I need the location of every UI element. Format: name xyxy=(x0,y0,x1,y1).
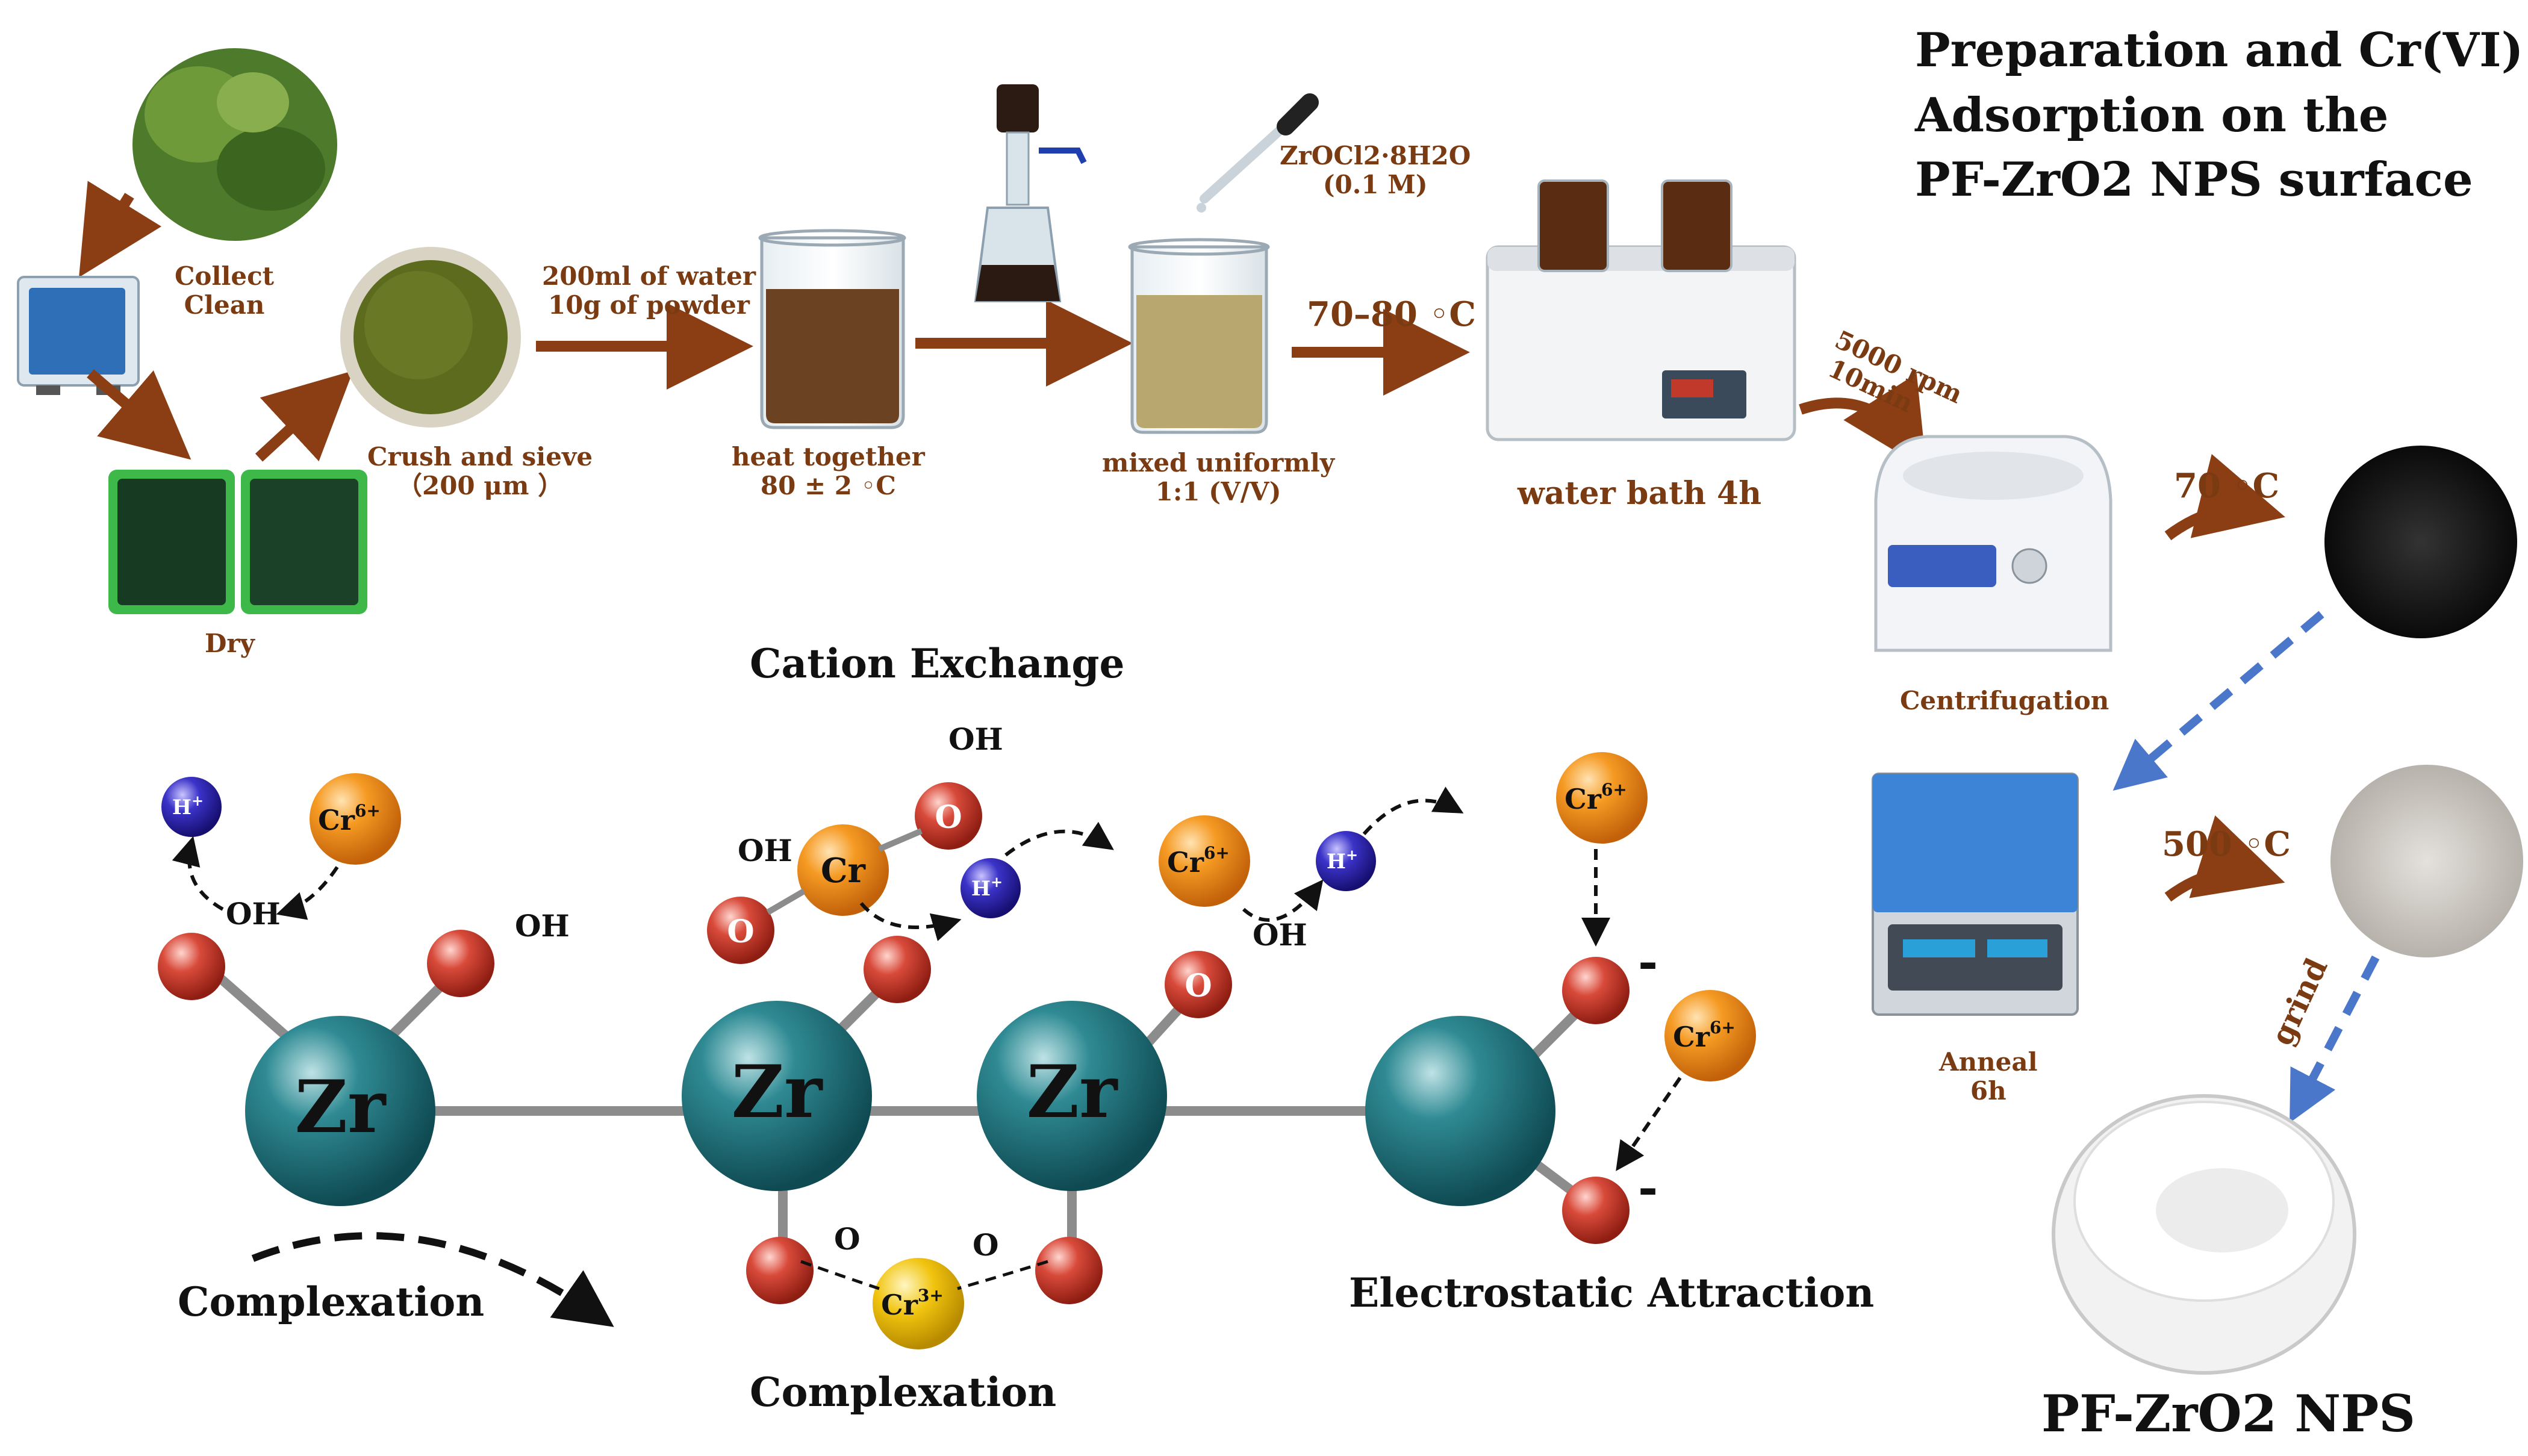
arrow-leaves-to-oven xyxy=(79,181,162,278)
oxygen-atom xyxy=(427,930,494,997)
arrow-furnace-to-grey-powder xyxy=(2164,815,2285,902)
o-label-1: O xyxy=(935,799,962,836)
label-complexation-bottom: Complexation xyxy=(750,1369,1057,1416)
oxygen-atom xyxy=(1035,1237,1103,1304)
negative-charge: - xyxy=(1638,1159,1658,1216)
label-centrifugation: Centrifugation xyxy=(1900,686,2109,715)
label-product: PF-ZrO2 NPS xyxy=(2041,1384,2415,1443)
title-line-2: Adsorption on the xyxy=(1915,87,2389,143)
label-complexation-left: Complexation xyxy=(178,1278,485,1325)
cr6-label: Cr6+ xyxy=(1167,843,1230,879)
zr-label-2: Zr xyxy=(732,1050,824,1134)
oxygen-atom xyxy=(746,1237,814,1304)
arrow-bath-to-centrifuge xyxy=(1799,373,1927,470)
arrow-oven-to-dry xyxy=(87,369,191,460)
zr-label-1: Zr xyxy=(295,1065,387,1150)
mixing-beaker-image xyxy=(1128,238,1270,434)
label-reagent: ZrOCl2·8H2O(0.1 M) xyxy=(1280,141,1471,200)
title-line-3: PF-ZrO2 NPS surface xyxy=(1915,152,2473,208)
o-bridge-label: O xyxy=(973,1227,999,1263)
cr6-ion-1 xyxy=(310,773,401,865)
complexation-curved-arrow xyxy=(251,1232,614,1327)
oh-label: OH xyxy=(1253,917,1307,953)
oxygen-atom xyxy=(864,936,931,1003)
label-crush-sieve: Crush and sieve（200 μm ） xyxy=(367,442,593,501)
figure-title: Preparation and Cr(VI) Adsorption on the… xyxy=(1915,18,2524,213)
h-label: H+ xyxy=(971,873,1003,901)
zr-atom-2 xyxy=(682,1001,872,1191)
oh-label: OH xyxy=(738,833,792,868)
dropper-image xyxy=(1197,93,1319,213)
mortar-bowl-image xyxy=(2052,1094,2356,1375)
dashed-arrow-to-furnace xyxy=(2112,611,2324,791)
oxygen-atom-labeled xyxy=(707,897,774,964)
drying-oven-image xyxy=(17,276,140,395)
zr-atom-4 xyxy=(1365,1016,1555,1206)
oh-label: OH xyxy=(948,721,1003,757)
grey-powder-image xyxy=(2330,765,2523,957)
label-bath-temperature: 70–80 ◦C xyxy=(1307,294,1476,334)
green-powder-dish-image xyxy=(340,247,521,428)
h-ion-2 xyxy=(960,858,1021,918)
oxygen-atom xyxy=(158,933,225,1000)
cr-atom xyxy=(797,824,889,916)
cr6-ion-2 xyxy=(1159,815,1250,907)
label-electrostatic-attraction: Electrostatic Attraction xyxy=(1349,1269,1875,1316)
o-label-3: O xyxy=(1185,968,1212,1004)
muffle-furnace-image xyxy=(1872,773,2079,1016)
bond-cr-o xyxy=(878,828,923,852)
cr-atom-label: Cr xyxy=(821,851,867,891)
zr-atom-3 xyxy=(977,1001,1167,1191)
cr3-label: Cr3+ xyxy=(881,1286,944,1321)
zr-label-3: Zr xyxy=(1027,1050,1119,1134)
oxygen-atom xyxy=(1562,1177,1630,1244)
water-bath-image xyxy=(1486,179,1796,441)
label-dry: Dry xyxy=(205,629,255,658)
oh-label: OH xyxy=(515,908,570,944)
dashed-arrows xyxy=(172,786,1682,1290)
arrow-centrifuge-to-black-powder xyxy=(2164,453,2285,541)
h-label: H+ xyxy=(1327,846,1358,874)
heating-beaker-image xyxy=(758,229,906,429)
negative-charge: - xyxy=(1638,933,1658,990)
vacuum-filter-flask-image xyxy=(974,84,1087,302)
centrifuge-image xyxy=(1874,435,2112,652)
dashed-arrow-grind xyxy=(2290,955,2380,1123)
oh-label: OH xyxy=(226,896,281,932)
label-water-bath: water bath 4h xyxy=(1518,475,1762,512)
cr6-ion-3 xyxy=(1556,752,1648,844)
label-anneal-temperature: 500 ◦C xyxy=(2162,824,2291,864)
oxygen-atom-labeled xyxy=(915,782,982,850)
oxygen-atom xyxy=(1165,951,1232,1018)
black-powder-image xyxy=(2324,446,2517,638)
fresh-leaves-image xyxy=(132,48,337,241)
label-dry-temperature: 70 ◦C xyxy=(2174,466,2280,506)
o-label-2: O xyxy=(727,913,754,950)
o-bridge-label: O xyxy=(834,1221,861,1257)
cr6-label: Cr6+ xyxy=(1564,780,1627,815)
label-cation-exchange: Cation Exchange xyxy=(750,640,1125,687)
arrow-dry-to-powder xyxy=(255,370,353,462)
bond-cr-o xyxy=(766,888,806,915)
title-line-1: Preparation and Cr(VI) xyxy=(1915,23,2524,78)
h-ion-1 xyxy=(161,777,222,837)
cr3-ion xyxy=(873,1258,964,1349)
cr6-ion-4 xyxy=(1664,990,1756,1081)
cr6-label: Cr6+ xyxy=(1673,1018,1736,1053)
oxygen-atom xyxy=(1562,957,1630,1024)
cr6-label: Cr6+ xyxy=(318,801,381,836)
dried-leaves-trays-image xyxy=(108,470,367,614)
h-label: H+ xyxy=(172,792,204,820)
zr-atom-1 xyxy=(245,1016,435,1206)
h-ion-3 xyxy=(1316,831,1376,891)
